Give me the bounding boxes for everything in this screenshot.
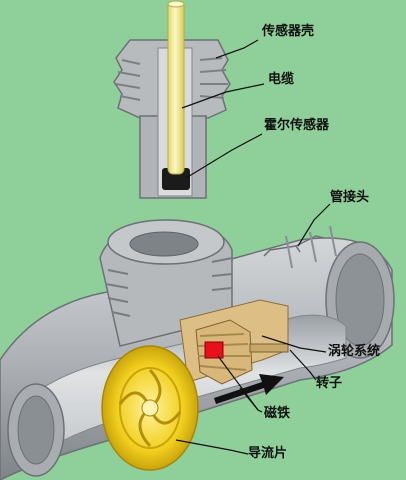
sensor-housing [113,0,231,199]
flow-arrow [214,374,284,404]
leader-pipe-joint [297,203,331,247]
label-sensor-shell: 传感器壳 [262,24,315,39]
leader-hall-sensor [185,133,263,179]
label-guide-vane: 导流片 [248,446,288,461]
label-pipe-joint: 管接头 [330,190,370,205]
label-cable: 电缆 [268,72,295,87]
turbine-assembly [179,299,289,385]
magnet-element [204,341,224,359]
leader-guide-vane [175,439,249,455]
guide-vane-disk [101,345,199,471]
leader-cable [181,83,265,109]
label-rotor: 转子 [316,376,343,391]
label-hall-sensor: 霍尔传感器 [264,118,330,133]
label-magnet: 磁铁 [264,406,291,421]
leader-magnet-b [239,387,259,411]
leader-rotor [289,349,317,381]
leader-sensor-shell [215,39,259,59]
hall-sensor-element [162,168,190,190]
cable-element [167,1,185,175]
leader-lines [175,39,331,455]
leader-turbine-system [261,335,327,353]
label-turbine-system: 涡轮系统 [328,344,381,359]
